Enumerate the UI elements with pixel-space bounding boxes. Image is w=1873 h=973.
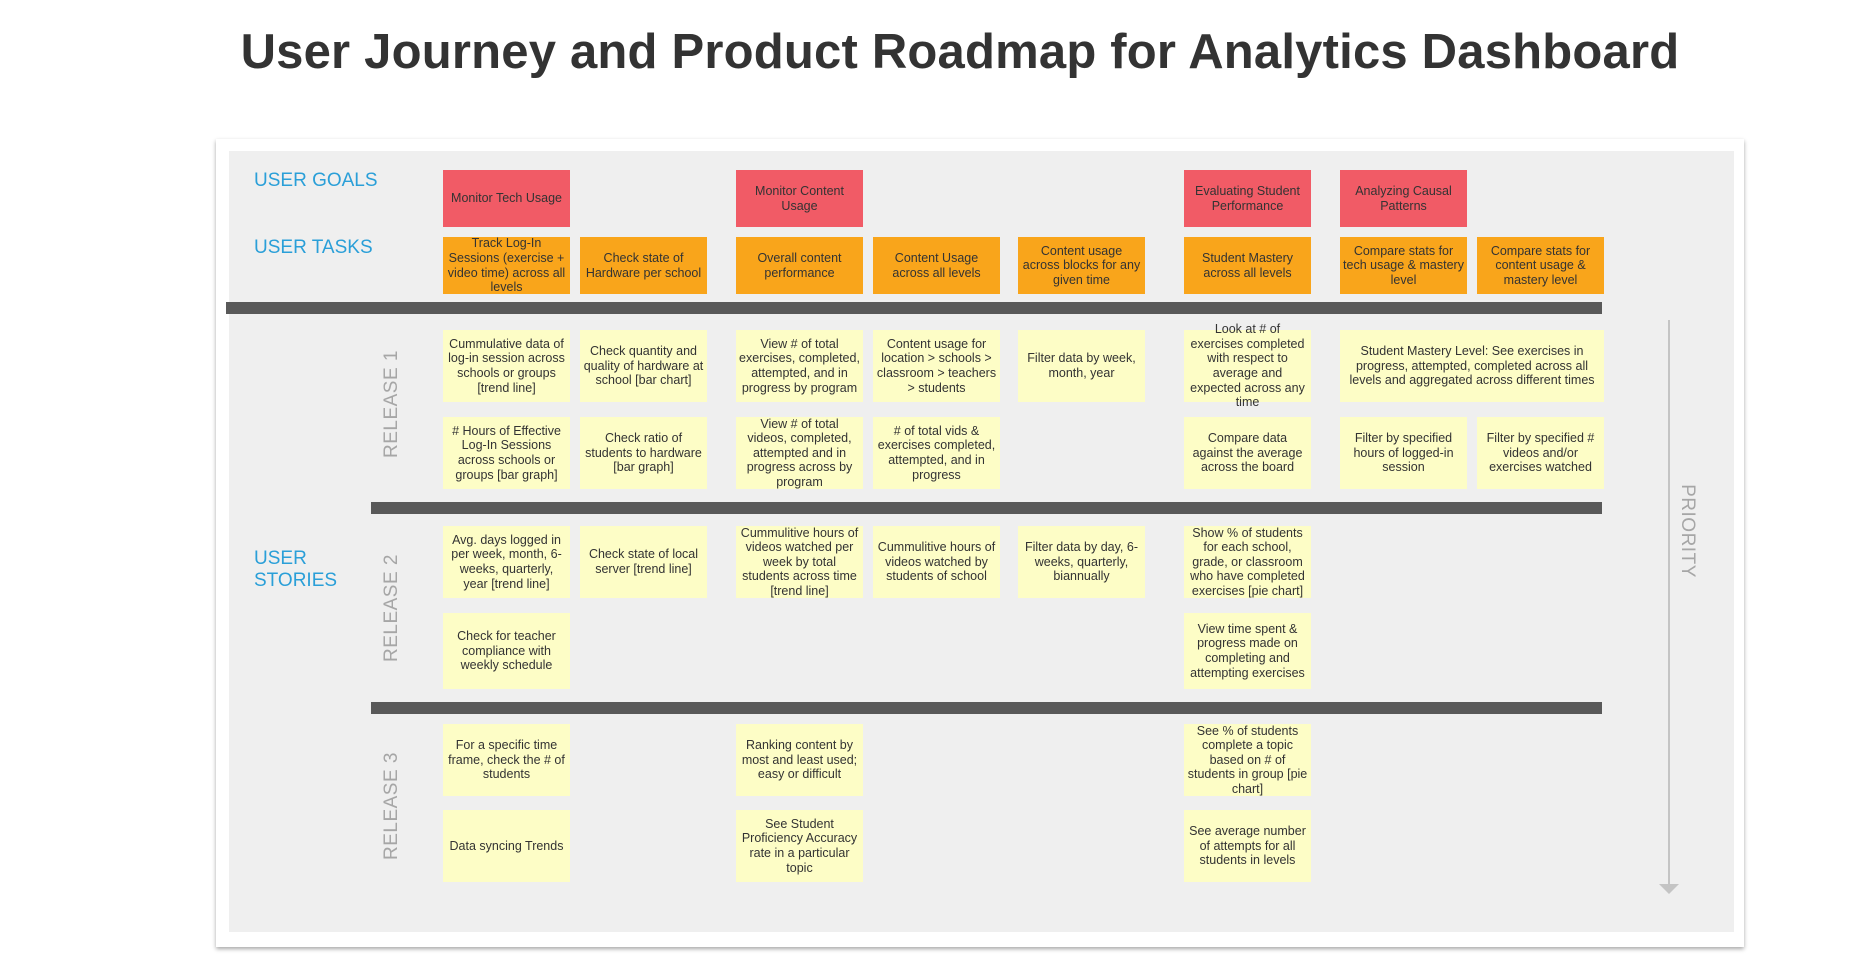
- release-3-label: RELEASE 3: [381, 752, 402, 860]
- release-1-divider: [371, 502, 1602, 514]
- task-note[interactable]: Content usage across blocks for any give…: [1018, 237, 1145, 294]
- task-note[interactable]: Compare stats for content usage & master…: [1477, 237, 1604, 294]
- story-note[interactable]: Filter by specified hours of logged-in s…: [1340, 417, 1467, 489]
- story-note[interactable]: Data syncing Trends: [443, 810, 570, 882]
- priority-arrow-icon: [1659, 884, 1679, 894]
- story-note[interactable]: View # of total exercises, completed, at…: [736, 330, 863, 402]
- user-stories-label-line1: USER: [254, 548, 307, 569]
- story-note[interactable]: Student Mastery Level: See exercises in …: [1340, 330, 1604, 402]
- goal-note[interactable]: Evaluating Student Performance: [1184, 170, 1311, 227]
- priority-axis-line: [1668, 320, 1670, 890]
- story-note[interactable]: # of total vids & exercises completed, a…: [873, 417, 1000, 489]
- task-note[interactable]: Track Log-In Sessions (exercise + video …: [443, 236, 570, 294]
- task-note[interactable]: Check state of Hardware per school: [580, 237, 707, 294]
- story-note[interactable]: Check quantity and quality of hardware a…: [580, 330, 707, 402]
- story-note[interactable]: Show % of students for each school, grad…: [1184, 526, 1311, 598]
- story-note[interactable]: Avg. days logged in per week, month, 6-w…: [443, 526, 570, 598]
- priority-label: PRIORITY: [1676, 484, 1698, 578]
- story-note[interactable]: Check state of local server [trend line]: [580, 526, 707, 598]
- task-note[interactable]: Overall content performance: [736, 237, 863, 294]
- story-note[interactable]: Content usage for location > schools > c…: [873, 330, 1000, 402]
- story-note[interactable]: Cummulitive hours of videos watched per …: [736, 526, 863, 598]
- tasks-divider: [226, 302, 1602, 314]
- story-note[interactable]: Filter data by week, month, year: [1018, 330, 1145, 402]
- story-note[interactable]: For a specific time frame, check the # o…: [443, 724, 570, 796]
- story-note[interactable]: Check ratio of students to hardware [bar…: [580, 417, 707, 489]
- story-note[interactable]: # Hours of Effective Log-In Sessions acr…: [443, 417, 570, 489]
- goal-note[interactable]: Monitor Tech Usage: [443, 170, 570, 227]
- story-note[interactable]: Cummulitive hours of videos watched by s…: [873, 526, 1000, 598]
- story-note[interactable]: See average number of attempts for all s…: [1184, 810, 1311, 882]
- user-stories-label-line2: STORIES: [254, 570, 338, 591]
- story-note[interactable]: Cummulative data of log-in session acros…: [443, 330, 570, 402]
- task-note[interactable]: Content Usage across all levels: [873, 237, 1000, 294]
- story-note[interactable]: Compare data against the average across …: [1184, 417, 1311, 489]
- release-1-label: RELEASE 1: [381, 350, 402, 458]
- release-2-divider: [371, 702, 1602, 714]
- release-2-label: RELEASE 2: [381, 554, 402, 662]
- story-note[interactable]: See Student Proficiency Accuracy rate in…: [736, 810, 863, 882]
- goal-note[interactable]: Analyzing Causal Patterns: [1340, 170, 1467, 227]
- task-note[interactable]: Student Mastery across all levels: [1184, 237, 1311, 294]
- task-note[interactable]: Compare stats for tech usage & mastery l…: [1340, 237, 1467, 294]
- story-note[interactable]: Filter data by day, 6-weeks, quarterly, …: [1018, 526, 1145, 598]
- story-note[interactable]: Filter by specified # videos and/or exer…: [1477, 417, 1604, 489]
- story-note[interactable]: Check for teacher compliance with weekly…: [443, 613, 570, 689]
- story-note[interactable]: Ranking content by most and least used; …: [736, 724, 863, 796]
- story-note[interactable]: See % of students complete a topic based…: [1184, 724, 1311, 796]
- page-title: User Journey and Product Roadmap for Ana…: [240, 25, 1680, 79]
- user-tasks-label: USER TASKS: [254, 237, 373, 258]
- user-stories-label: USER STORIES: [254, 548, 337, 592]
- story-note[interactable]: Look at # of exercises completed with re…: [1184, 322, 1311, 409]
- story-note[interactable]: View time spent & progress made on compl…: [1184, 613, 1311, 689]
- story-note[interactable]: View # of total videos, completed, attem…: [736, 417, 863, 489]
- user-goals-label: USER GOALS: [254, 170, 378, 191]
- goal-note[interactable]: Monitor Content Usage: [736, 170, 863, 227]
